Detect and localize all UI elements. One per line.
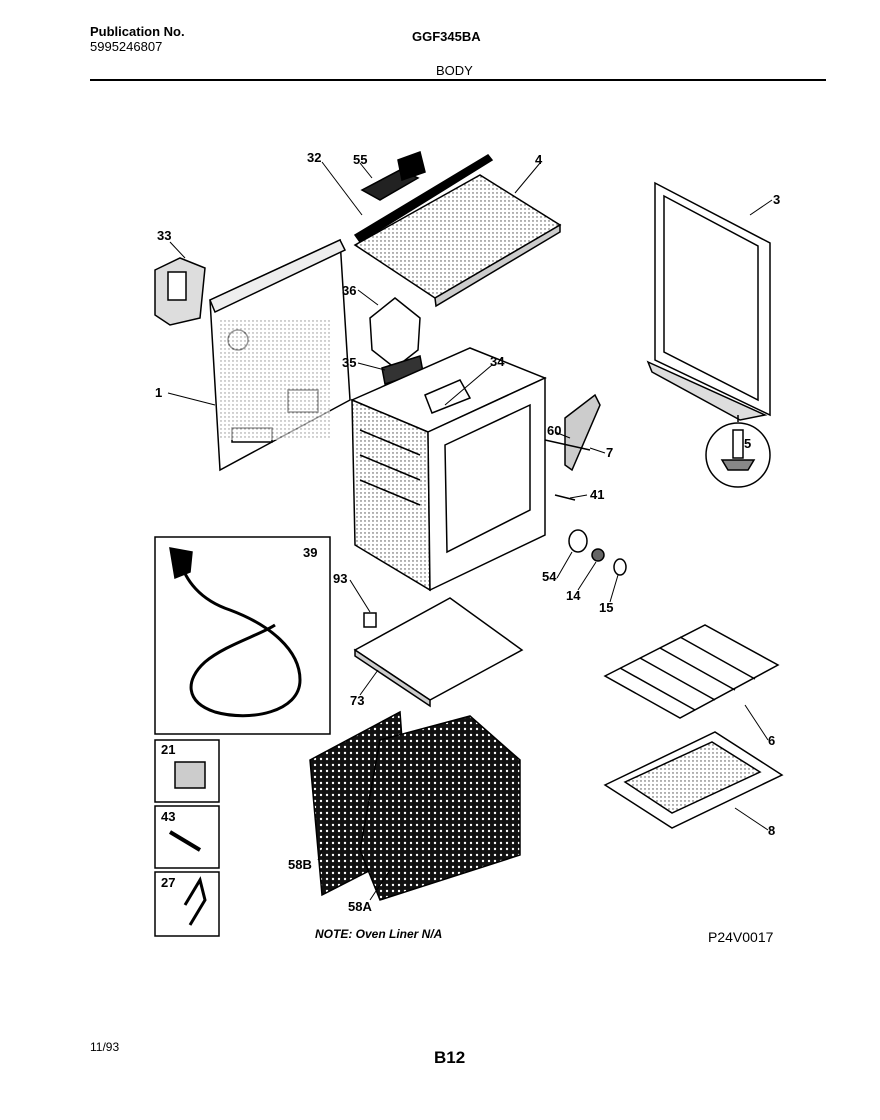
- terminal-block-part: [154, 257, 206, 326]
- page-number: B12: [434, 1048, 466, 1067]
- callout-34: 34: [490, 354, 505, 369]
- oven-rack-part: [603, 624, 780, 719]
- footer-date: 11/93: [90, 1040, 120, 1054]
- callout-8: 8: [768, 823, 775, 838]
- callout-3: 3: [773, 192, 780, 207]
- callout-73: 73: [350, 693, 364, 708]
- callout-43: 43: [161, 809, 175, 824]
- side-panel-part: [646, 181, 771, 421]
- leader-lines: [167, 161, 773, 901]
- publication-number: 5995246807: [90, 39, 163, 54]
- callout-4: 4: [535, 152, 543, 167]
- callout-39: 39: [303, 545, 317, 560]
- publication-label: Publication No.: [90, 24, 185, 39]
- insulation-part: [309, 710, 521, 901]
- callout-14: 14: [566, 588, 581, 603]
- callout-1: 1: [155, 385, 162, 400]
- callout-27: 27: [161, 875, 175, 890]
- model-number: GGF345BA: [412, 29, 481, 44]
- callout-60: 60: [547, 423, 561, 438]
- oven-liner-note: NOTE: Oven Liner N/A: [315, 927, 442, 941]
- leveling-leg-part: [705, 415, 771, 488]
- top-trim-part: [353, 151, 494, 244]
- grommet-part: [154, 739, 220, 803]
- callout-15: 15: [599, 600, 613, 615]
- cooktop-panel-part: [353, 174, 562, 308]
- screw-part: [154, 805, 220, 869]
- power-cord-part: [154, 536, 331, 735]
- diagram-code: P24V0017: [708, 929, 774, 945]
- callout-55: 55: [353, 152, 367, 167]
- callout-35: 35: [342, 355, 356, 370]
- burner-box-part: [369, 297, 424, 385]
- callout-21: 21: [161, 742, 175, 757]
- callout-93: 93: [333, 571, 347, 586]
- door-hinge-parts: [544, 393, 601, 501]
- callout-32: 32: [307, 150, 321, 165]
- callout-58a: 58A: [348, 899, 372, 914]
- callout-36: 36: [342, 283, 356, 298]
- back-panel-part: [209, 238, 351, 472]
- callout-41: 41: [590, 487, 604, 502]
- section-title: BODY: [436, 63, 473, 78]
- callout-7: 7: [606, 445, 613, 460]
- control-knob-parts: [568, 529, 627, 576]
- callout-33: 33: [157, 228, 171, 243]
- callout-6: 6: [768, 733, 775, 748]
- callout-54: 54: [542, 569, 557, 584]
- callout-5: 5: [744, 436, 751, 451]
- bracket-part: [154, 871, 220, 937]
- bottom-panel-part: [353, 597, 524, 708]
- broiler-pan-part: [603, 731, 784, 829]
- oven-body-part: [350, 347, 547, 592]
- callout-58b: 58B: [288, 857, 312, 872]
